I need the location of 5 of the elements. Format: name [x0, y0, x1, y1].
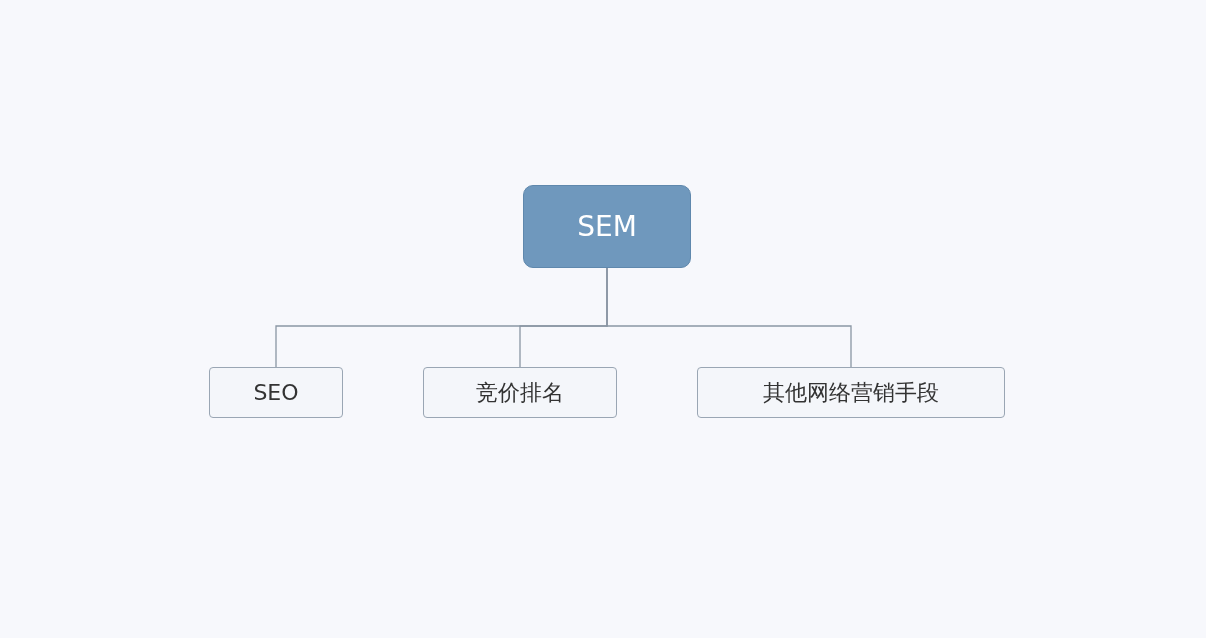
category-box: SEO [209, 367, 343, 418]
connector-line [606, 267, 852, 368]
root-box: SEM [523, 185, 691, 268]
category-box: 其他网络营销手段 [697, 367, 1005, 418]
category-box: 竞价排名 [423, 367, 617, 418]
